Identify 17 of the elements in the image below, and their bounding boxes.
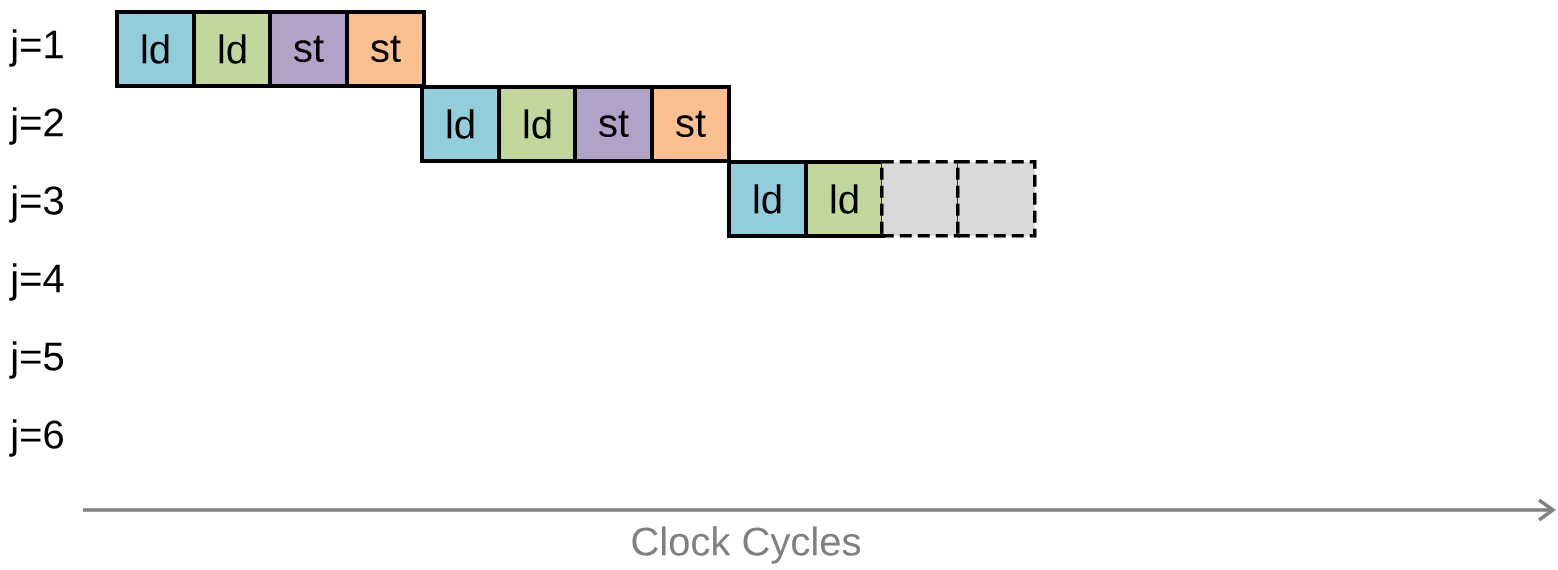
row-label: j=2 <box>9 107 63 145</box>
pipeline-cell: st <box>650 85 731 163</box>
row-label: j=4 <box>9 263 64 301</box>
pipeline-cell: ld <box>804 160 885 238</box>
row-label: j=3 <box>9 185 63 223</box>
row-label: j=1 <box>9 29 63 67</box>
row-label: j=5 <box>9 341 63 379</box>
pipeline-cell: st <box>573 85 654 163</box>
row-label: j=6 <box>9 419 63 457</box>
pipeline-cell: ld <box>115 10 196 88</box>
pipeline-cell: ld <box>727 160 808 238</box>
pipeline-cell: ld <box>497 85 578 163</box>
pipeline-cell: ld <box>192 10 273 88</box>
pipeline-cell: ld <box>420 85 501 163</box>
pipeline-cell: st <box>268 10 349 88</box>
axis-label: Clock Cycles <box>632 526 861 564</box>
pipeline-cell: st <box>345 10 426 88</box>
